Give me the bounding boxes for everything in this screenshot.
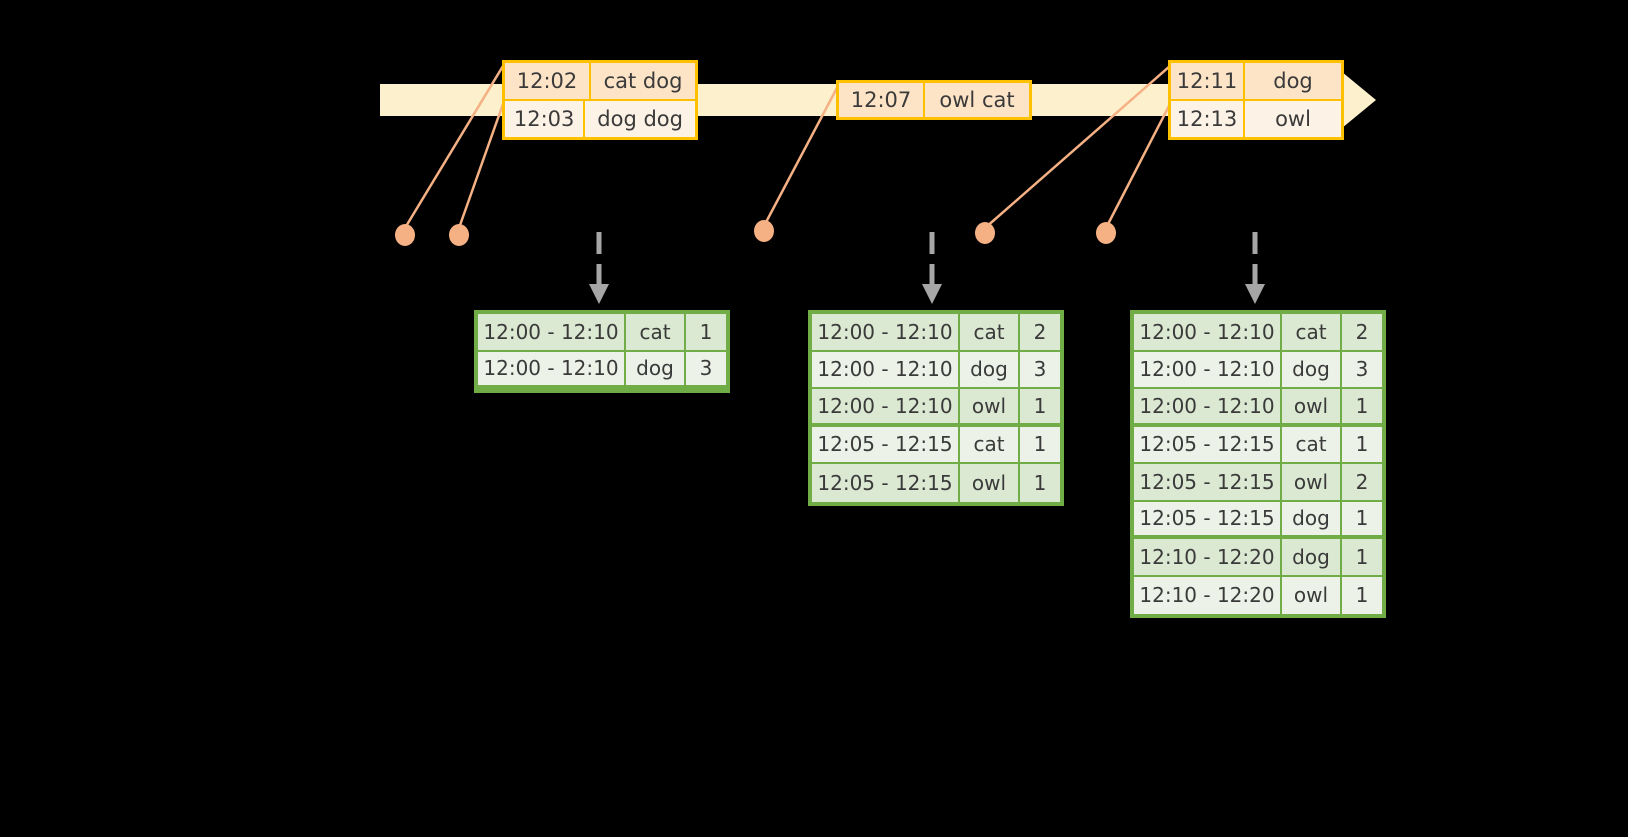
window-cell: 12:00 - 12:10: [1134, 314, 1282, 350]
trigger-dot-4: [975, 222, 995, 244]
key-cell: cat: [960, 314, 1020, 350]
event-values: owl: [1245, 101, 1341, 137]
count-cell: 2: [1342, 464, 1382, 500]
down-arrow-icon-3: [1241, 232, 1269, 308]
count-cell: 3: [1020, 351, 1060, 387]
connector-line-5: [1104, 103, 1172, 229]
count-cell: 2: [1342, 314, 1382, 350]
event-timestamp: 12:03: [505, 101, 586, 137]
down-arrow-icon-2: [918, 232, 946, 308]
event-timestamp: 12:02: [505, 63, 591, 99]
window-cell: 12:10 - 12:20: [1134, 539, 1282, 575]
count-cell: 2: [1020, 314, 1060, 350]
count-cell: 1: [1342, 501, 1382, 535]
window-cell: 12:00 - 12:10: [812, 389, 960, 423]
key-cell: cat: [1282, 426, 1342, 462]
window-cell: 12:10 - 12:20: [1134, 576, 1282, 614]
key-cell: dog: [1282, 351, 1342, 387]
trigger-dot-1: [395, 224, 415, 246]
count-cell: 1: [1342, 389, 1382, 423]
key-cell: dog: [626, 351, 686, 385]
trigger-dot-3: [754, 220, 774, 242]
count-cell: 1: [1020, 464, 1060, 502]
window-cell: 12:00 - 12:10: [812, 314, 960, 350]
window-cell: 12:00 - 12:10: [1134, 389, 1282, 423]
event-values: cat dog: [591, 63, 695, 99]
key-cell: cat: [960, 426, 1020, 462]
key-cell: owl: [960, 464, 1020, 502]
count-cell: 1: [1342, 539, 1382, 575]
window-cell: 12:05 - 12:15: [812, 464, 960, 502]
key-cell: dog: [1282, 539, 1342, 575]
window-cell: 12:05 - 12:15: [812, 426, 960, 462]
key-cell: cat: [626, 314, 686, 350]
event-values: owl cat: [925, 83, 1029, 117]
window-cell: 12:05 - 12:15: [1134, 501, 1282, 535]
connector-line-2: [457, 103, 505, 229]
key-cell: owl: [1282, 576, 1342, 614]
event-values: dog: [1245, 63, 1341, 99]
window-cell: 12:00 - 12:10: [1134, 351, 1282, 387]
window-cell: 12:05 - 12:15: [1134, 464, 1282, 500]
event-values: dog dog: [585, 101, 695, 137]
count-cell: 1: [1342, 426, 1382, 462]
count-cell: 1: [686, 314, 726, 350]
count-cell: 1: [1020, 426, 1060, 462]
trigger-dot-2: [449, 224, 469, 246]
window-cell: 12:00 - 12:10: [478, 351, 626, 385]
key-cell: cat: [1282, 314, 1342, 350]
count-cell: 1: [1020, 389, 1060, 423]
key-cell: owl: [1282, 464, 1342, 500]
key-cell: owl: [1282, 389, 1342, 423]
count-cell: 1: [1342, 576, 1382, 614]
window-cell: 12:00 - 12:10: [812, 351, 960, 387]
event-timestamp: 12:11: [1171, 63, 1245, 99]
key-cell: dog: [1282, 501, 1342, 535]
trigger-dot-5: [1096, 222, 1116, 244]
key-cell: dog: [960, 351, 1020, 387]
event-timestamp: 12:13: [1171, 101, 1245, 137]
count-cell: 3: [1342, 351, 1382, 387]
window-cell: 12:05 - 12:15: [1134, 426, 1282, 462]
window-cell: 12:00 - 12:10: [478, 314, 626, 350]
count-cell: 3: [686, 351, 726, 385]
down-arrow-icon-1: [585, 232, 613, 308]
key-cell: owl: [960, 389, 1020, 423]
timeline-arrowhead-icon: [1342, 72, 1376, 128]
event-timestamp: 12:07: [839, 83, 925, 117]
